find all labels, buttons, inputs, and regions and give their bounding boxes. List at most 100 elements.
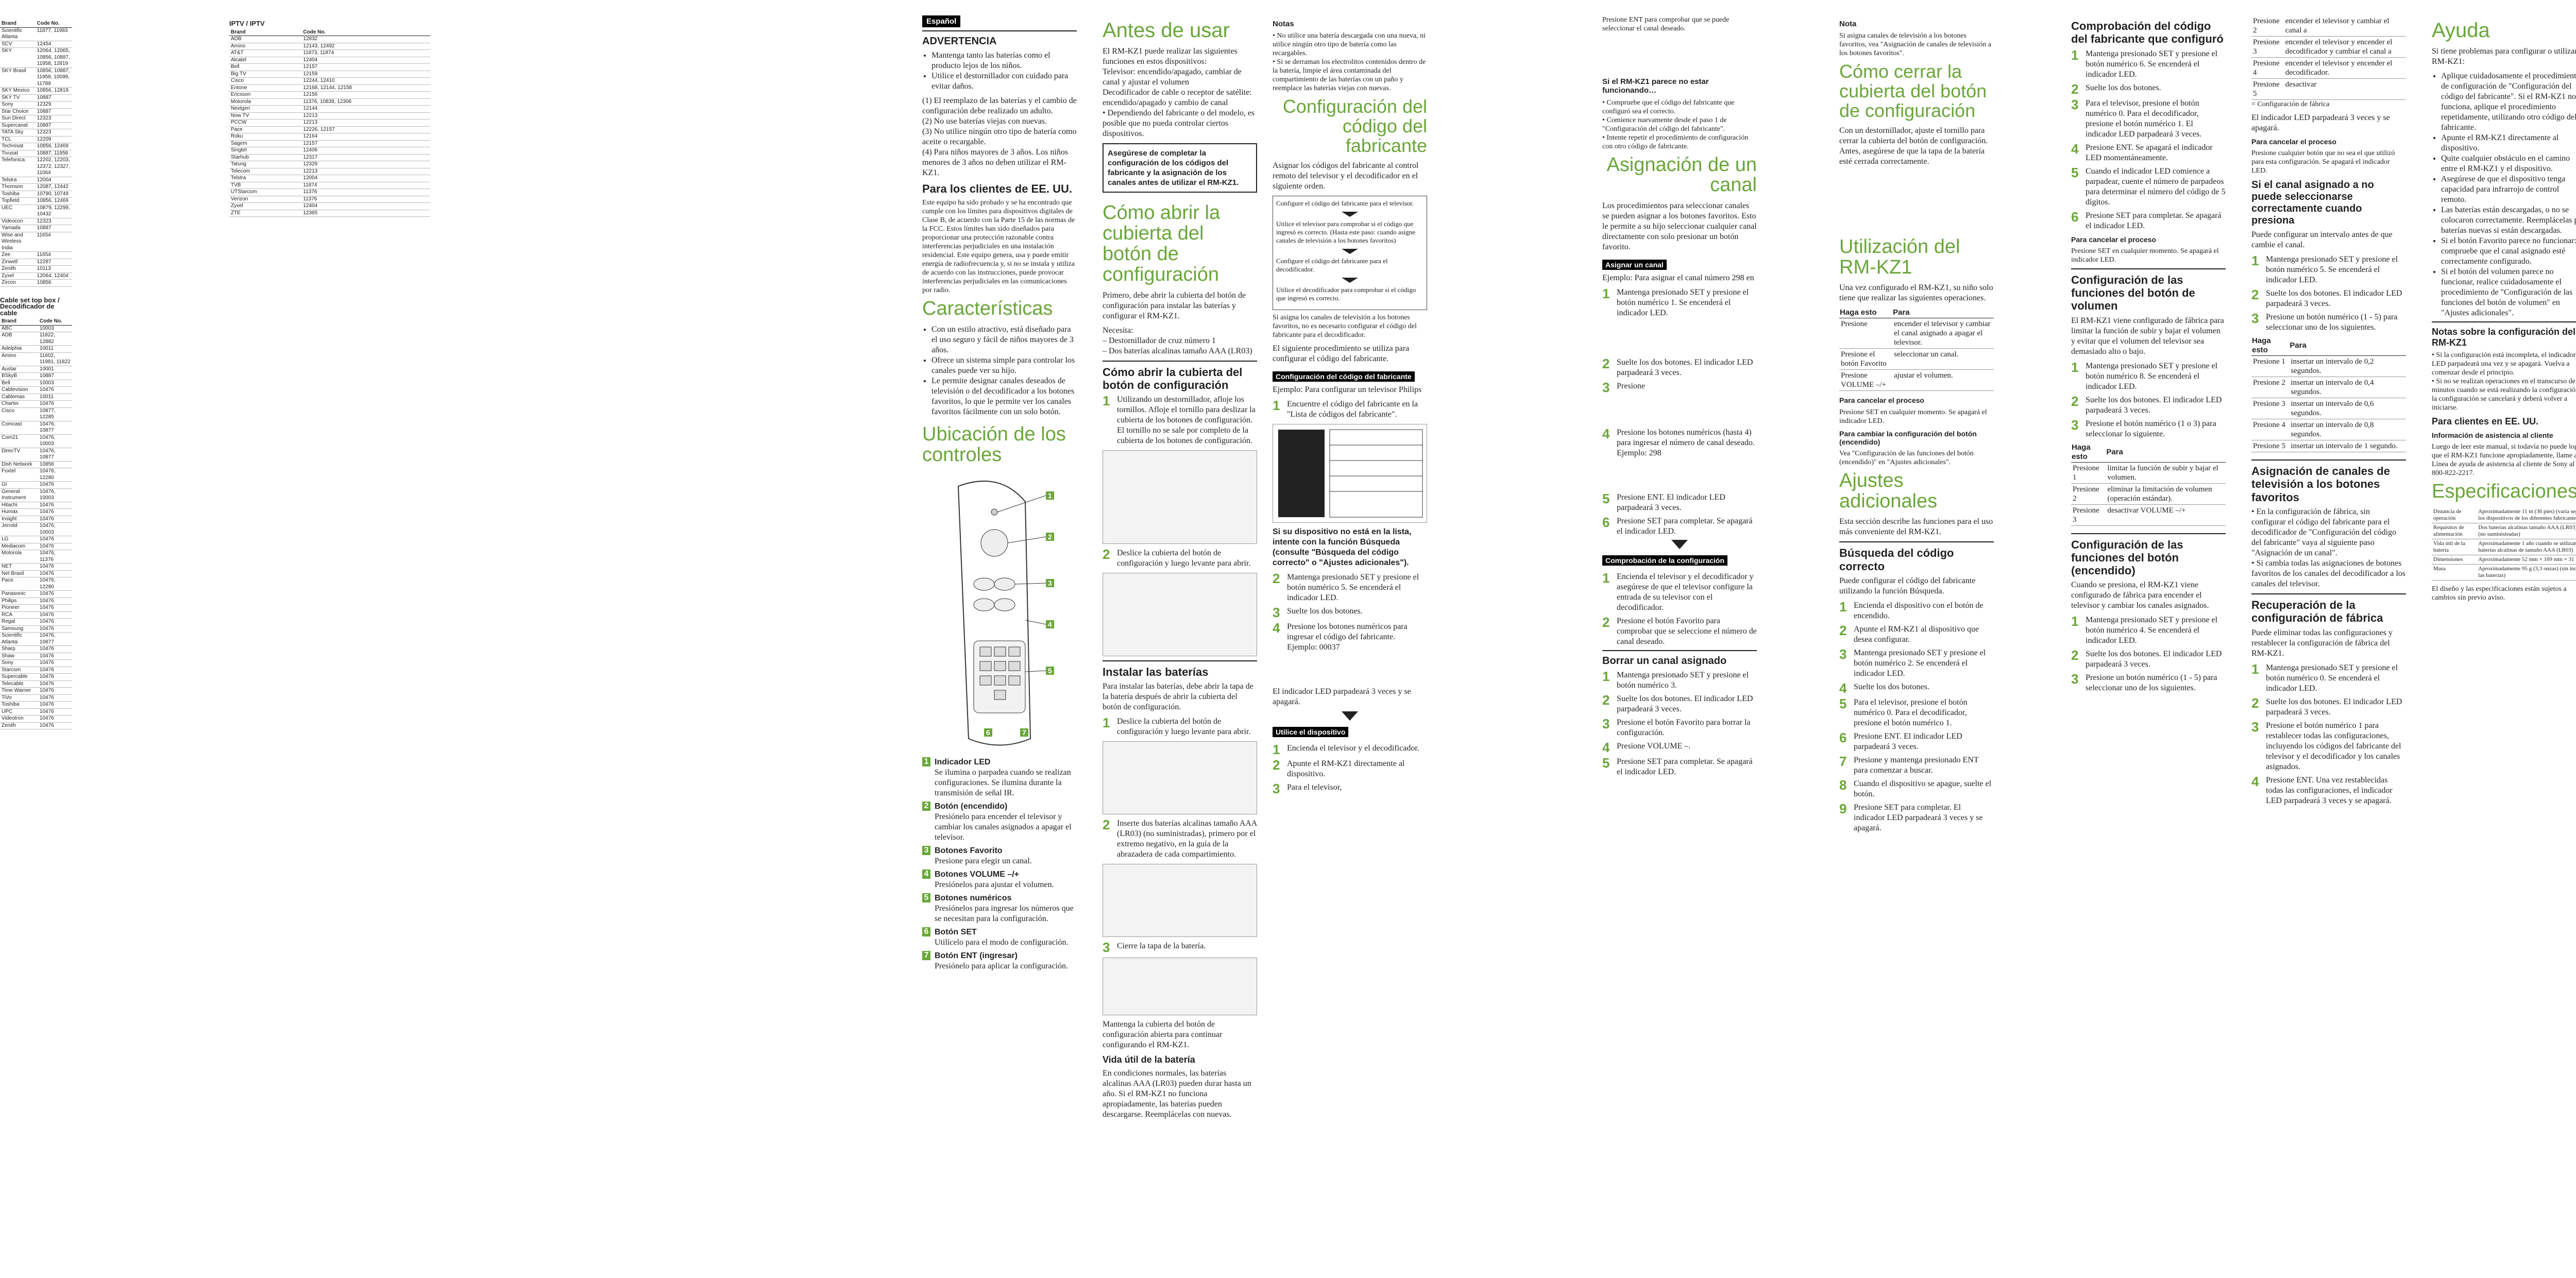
step-text: Encienda el dispositivo con el botón de … [1854,601,1984,621]
brand-cell: Wise and Wireless India [0,232,36,252]
mfr-note: Si asigna los canales de televisión a lo… [1273,313,1417,339]
brand-cell: SKY [0,47,36,68]
brand-cell: Amino [229,43,302,50]
fav-title: Asignación de canales de televisión a lo… [2251,465,2390,504]
code-cell: 12317 [301,154,430,161]
digit-sequence-illustration [1273,656,1427,683]
brand-cell: Pace [0,577,38,591]
f-cancel-title: Para cancelar el proceso [2071,235,2156,244]
step-number: 6 [2071,209,2079,225]
code-header: Code No. [35,21,72,28]
svg-text:3: 3 [1048,579,1052,587]
not-listed-note: Si su dispositivo no está en la lista, i… [1273,527,1412,567]
reset-body: Puede eliminar todas las configuraciones… [2251,628,2393,658]
step-number: 3 [2251,719,2259,735]
brand-cell: SKY Mexico [0,87,36,95]
brand-cell: Sony [0,101,36,109]
battery-close-illustration [1103,958,1257,1016]
brand-cell: Panasonic [0,590,38,598]
brand-cell: LG [0,536,38,543]
code-cell: 10476 [38,536,72,543]
control-name: Botones Favorito [935,846,1003,855]
brand-cell: Scientific Atlanta [0,27,36,41]
f-cancel: Presione SET en cualquier momento. Se ap… [2071,247,2219,264]
mfr-ex-text: El siguiente procedimiento se utiliza pa… [1273,344,1410,363]
check-bar: Comprobación de la configuración [1602,555,1728,566]
close-cover-title: Cómo cerrar la cubierta del botón de con… [1839,61,1987,121]
controls-title: Ubicación de los controles [922,423,1066,466]
brand-cell: Supercanal [0,122,36,129]
help-item: Las baterías están descargadas, o no se … [2441,205,2576,236]
step-text: Presione y mantenga presionado ENT para … [1854,756,1979,775]
control-desc: Presiónelos para ajustar el volumen. [935,880,1054,889]
brand-cell: Humax [0,508,38,516]
brand-cell: AT&T [229,49,302,57]
control-desc: Presiónelo para encender el televisor y … [935,812,1072,842]
step-text: Presione un botón numérico (1 - 5) para … [2266,313,2398,332]
code-cell: 10856, 12469 [35,197,72,205]
code-cell: 10011 [38,394,72,401]
brand-cell: Tatung [229,161,302,168]
brand-cell: Bell [0,380,38,387]
brand-cell: Ericsson [229,91,302,99]
info-title: Información de asistencia al cliente [2432,431,2553,440]
h-notes: • Si la configuración está incompleta, e… [2432,351,2576,412]
brand-cell: SCV [0,41,36,48]
brand-cell: ZTE [229,210,302,217]
code-cell: 10476 [38,701,72,709]
step-text: Suelte los dos botones. [2086,83,2161,92]
brand-cell: Telecom [229,168,302,175]
step-number: 9 [1839,801,1847,817]
step-text: Cuando el dispositivo se apague, suelte … [1854,779,1992,799]
control-number: 3 [922,845,930,855]
screwdriver-illustration [1103,450,1257,544]
us-customers-body: Este equipo ha sido probado y se ha enco… [922,199,1075,295]
code-cell: 12004 [35,177,72,184]
code-cell: 10001 [38,366,72,373]
step-text: Presione SET para completar. El indicado… [1854,803,1983,833]
brand-cell: Austar [0,366,38,373]
battery-insert-illustration [1103,864,1257,938]
code-cell: 10476 [38,687,72,695]
warning-notes: (1) El reemplazo de las baterías y el ca… [922,96,1077,177]
brand-cell: ABC [0,325,38,332]
reset-title: Recuperación de la configuración de fábr… [2251,598,2383,625]
brand-cell: Star Choice [0,108,36,115]
use-device-bar: Utilice el dispositivo [1273,726,1349,737]
brand-cell: Philips [0,598,38,605]
code-cell: 10476 [38,680,72,688]
volume-title: Configuración de las funciones del botón… [2071,273,2195,313]
brand-cell: Cablemas [0,394,38,401]
